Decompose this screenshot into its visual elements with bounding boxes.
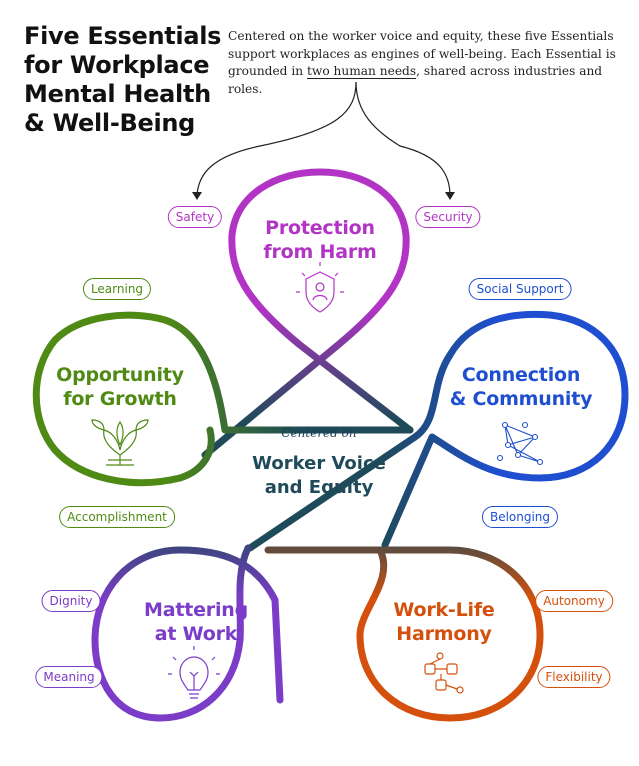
need-pill-flexibility: Flexibility	[537, 666, 611, 688]
shield-person-icon	[296, 262, 344, 313]
need-pill-autonomy: Autonomy	[535, 590, 613, 612]
intro-highlight: two human needs	[306, 64, 417, 78]
need-pill-meaning: Meaning	[35, 666, 103, 688]
heading-protection: Protection from Harm	[263, 217, 377, 263]
loop-connection	[246, 310, 629, 552]
intro-text-after: , shared across industries and roles.	[228, 64, 603, 96]
heading-worklife: Work-Life Harmony	[393, 599, 495, 645]
heading-connection: Connection & Community	[449, 364, 593, 410]
flow-icon	[424, 652, 464, 694]
needs-arrows	[192, 81, 455, 200]
plant-icon	[91, 419, 149, 466]
need-pill-learning: Learning	[82, 278, 152, 300]
center-subtitle: Centered on	[281, 426, 357, 440]
lightbulb-icon	[168, 646, 220, 699]
loop-growth	[32, 311, 414, 487]
need-pill-belonging: Belonging	[481, 506, 559, 528]
need-pill-social-support: Social Support	[468, 278, 572, 300]
title-line-3: Mental Health	[24, 80, 211, 108]
page-title: Five Essentials for Workplace Mental Hea…	[24, 22, 221, 138]
need-pill-dignity: Dignity	[41, 590, 101, 612]
network-icon	[496, 421, 544, 466]
need-pill-accomplishment: Accomplishment	[59, 506, 175, 528]
title-line-4: & Well-Being	[24, 109, 196, 137]
intro-paragraph: Centered on the worker voice and equity,…	[228, 28, 630, 98]
heading-mattering: Mattering at Work	[144, 599, 248, 645]
need-pill-security: Security	[415, 206, 481, 228]
heading-growth: Opportunity for Growth	[56, 364, 184, 410]
intro-text-before: Centered on the worker voice and equity,…	[228, 29, 616, 78]
title-line-2: for Workplace	[24, 51, 210, 79]
loop-protection	[201, 168, 414, 459]
loop-worklife	[264, 546, 544, 722]
need-pill-safety: Safety	[167, 206, 223, 228]
center-title: Worker Voice and Equity	[252, 453, 386, 498]
title-line-1: Five Essentials	[24, 22, 222, 50]
